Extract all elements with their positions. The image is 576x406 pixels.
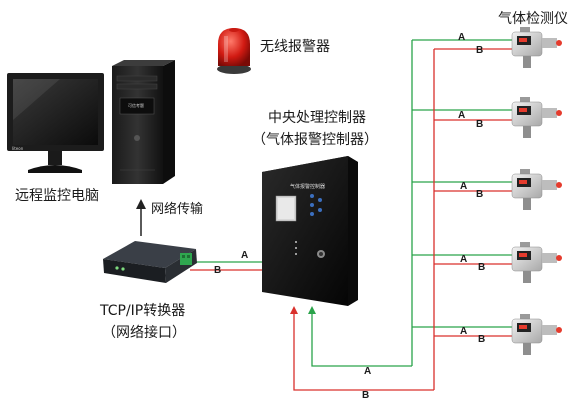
gas-detector-5-icon bbox=[511, 314, 562, 355]
controller-label-line1: 中央处理控制器 bbox=[268, 110, 366, 126]
wire-label-a-bottom: A bbox=[364, 366, 372, 377]
wire-label-b-3: B bbox=[476, 189, 484, 200]
converter-icon bbox=[103, 241, 197, 283]
wire-bus-b bbox=[190, 48, 512, 391]
wire-label-a-5: A bbox=[460, 326, 468, 337]
pc-tower-icon bbox=[112, 60, 175, 184]
controller-label-line2: （气体报警控制器） bbox=[252, 132, 378, 148]
controller-panel-text: 气体报警控制器 bbox=[290, 184, 326, 190]
monitor-brand-text: liteon bbox=[12, 146, 24, 151]
arrow-up-green bbox=[308, 306, 316, 314]
arrow-up-red bbox=[290, 306, 298, 314]
monitor-icon bbox=[7, 73, 104, 173]
gas-detector-2-icon bbox=[511, 97, 562, 138]
gas-detector-1-icon bbox=[511, 27, 562, 68]
network-arrow bbox=[136, 199, 146, 236]
wire-label-b-2: B bbox=[476, 119, 484, 130]
wire-label-b-converter: B bbox=[214, 265, 222, 276]
wire-label-a-3: A bbox=[460, 181, 468, 192]
wire-label-b-5: B bbox=[478, 334, 486, 345]
wire-label-a-1: A bbox=[458, 32, 466, 43]
converter-label-line1: TCP/IP转换器 bbox=[100, 303, 186, 319]
pc-case-text: 可信考题 bbox=[128, 103, 144, 108]
controller-cabinet-icon bbox=[262, 156, 358, 306]
wire-label-a-4: A bbox=[460, 254, 468, 265]
wire-bus-a bbox=[190, 39, 512, 367]
wire-label-b-bottom: B bbox=[362, 390, 370, 401]
gas-detector-3-icon bbox=[511, 169, 562, 210]
converter-label-line2: （网络接口） bbox=[102, 325, 186, 341]
alarm-beacon-icon bbox=[217, 28, 251, 74]
detector-title: 气体检测仪 bbox=[498, 11, 568, 27]
alarm-label: 无线报警器 bbox=[260, 39, 330, 55]
wire-label-a-converter: A bbox=[241, 250, 249, 261]
computer-label: 远程监控电脑 bbox=[15, 188, 99, 204]
gas-detector-4-icon bbox=[511, 242, 562, 283]
wire-label-b-1: B bbox=[476, 45, 484, 56]
wire-label-a-2: A bbox=[458, 110, 466, 121]
network-label: 网络传输 bbox=[151, 202, 204, 217]
wire-label-b-4: B bbox=[478, 262, 486, 273]
